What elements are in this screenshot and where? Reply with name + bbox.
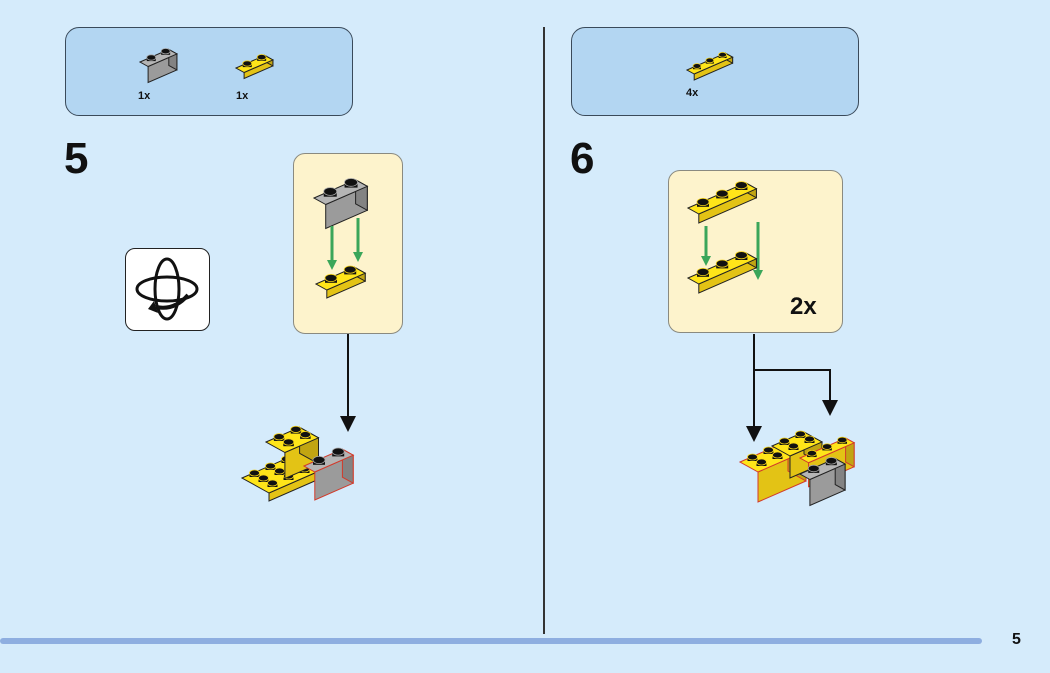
green-arrow xyxy=(353,218,363,262)
step-number: 6 xyxy=(570,134,595,183)
part-qty: 1x xyxy=(236,90,249,102)
green-arrow xyxy=(701,226,711,266)
rotate-model-icon xyxy=(125,248,210,331)
step6-sub-assembly-callout xyxy=(668,170,843,333)
step5-arrow xyxy=(340,334,356,432)
yellow-plate-clips-part xyxy=(234,54,275,80)
page-number: 5 xyxy=(1012,631,1021,648)
yellow-plate-clips xyxy=(314,265,367,299)
bottom-bar xyxy=(0,638,982,644)
yellow-plate-1x3 xyxy=(686,251,758,294)
gray-brick-1x2 xyxy=(312,178,369,230)
yellow-plate-1x3 xyxy=(686,181,758,224)
gray-brick-1x2-part xyxy=(138,48,179,84)
green-arrow xyxy=(753,222,763,280)
callout-multiplier: 2x xyxy=(790,293,817,320)
step6-parts-box xyxy=(571,27,859,116)
part-qty: 1x xyxy=(138,90,151,102)
gray-brick-attached xyxy=(302,447,355,501)
yellow-plate-1x3-part xyxy=(685,51,734,81)
part-qty: 4x xyxy=(686,87,699,99)
gray-brick-attached xyxy=(798,457,847,507)
yellow-brick-2x2 xyxy=(264,425,320,480)
page-divider xyxy=(543,27,545,634)
step5-parts-box xyxy=(65,27,353,116)
green-arrow xyxy=(327,226,337,270)
step-number: 5 xyxy=(64,134,89,183)
step6-arrows xyxy=(746,334,838,442)
